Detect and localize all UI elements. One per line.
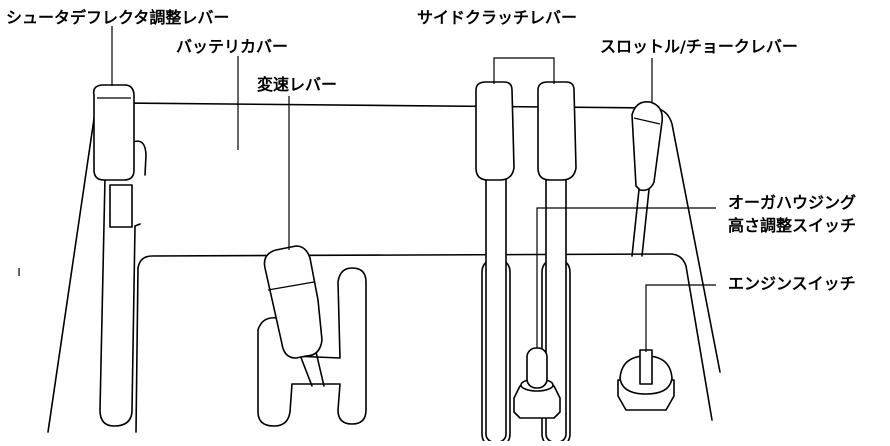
auger-height-switch — [513, 347, 561, 419]
label-throttle-choke-lever: スロットル/チョークレバー — [600, 37, 798, 56]
label-auger-height-switch-line1: オーガハウジング — [728, 193, 857, 212]
label-side-clutch-lever: サイドクラッチレバー — [417, 8, 578, 27]
label-auger-height-switch-line2: 高さ調整スイッチ — [728, 216, 857, 235]
label-shift-lever: 変速レバー — [257, 75, 338, 94]
label-shooter-deflector-lever: シュータデフレクタ調整レバー — [6, 8, 230, 27]
front-panel-outline — [135, 253, 713, 433]
shooter-deflector-lever — [92, 84, 147, 427]
label-engine-switch: エンジンスイッチ — [728, 274, 856, 293]
callout-leaders — [18, 26, 716, 352]
throttle-choke-lever — [631, 100, 664, 257]
engine-switch — [617, 349, 675, 411]
label-battery-cover: バッテリカバー — [176, 37, 289, 56]
shift-lever — [263, 245, 325, 387]
